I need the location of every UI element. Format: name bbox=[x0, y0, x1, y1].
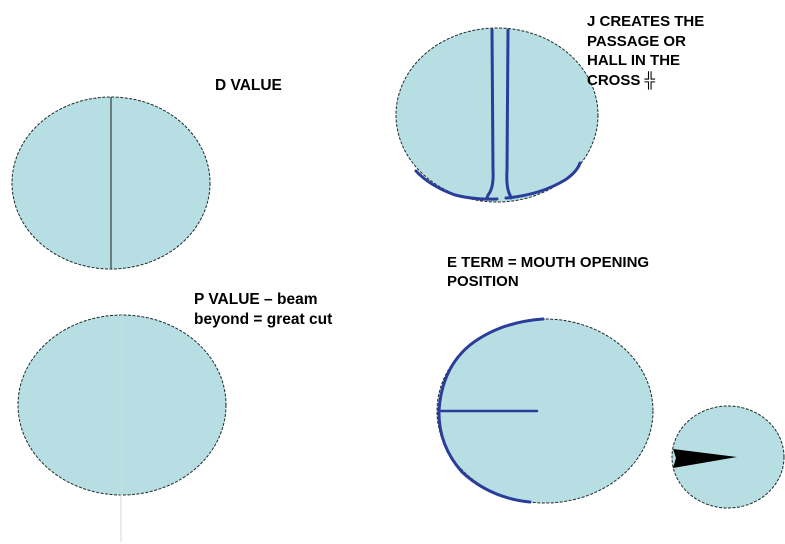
j-creates-label: J CREATES THE PASSAGE OR HALL IN THE CRO… bbox=[587, 13, 705, 89]
e-term-circle bbox=[436, 318, 654, 504]
e-term-left-arc bbox=[437, 317, 545, 504]
black-wedge bbox=[673, 449, 737, 468]
d-value-label: D VALUE bbox=[215, 77, 282, 94]
j-passage-figure bbox=[395, 27, 599, 203]
e-term-figure bbox=[436, 317, 654, 504]
p-value-label: P VALUE – beam beyond = great cut bbox=[194, 291, 333, 328]
p-value-circle bbox=[17, 314, 227, 496]
e-term-label: E TERM = MOUTH OPENING POSITION bbox=[447, 254, 650, 290]
j-passage-bottom-arc bbox=[414, 161, 582, 201]
d-value-figure bbox=[11, 96, 211, 270]
p-value-figure bbox=[17, 314, 227, 542]
j-passage-circle bbox=[395, 27, 599, 203]
j-passage-lines bbox=[485, 28, 513, 200]
small-wedge-figure bbox=[671, 405, 785, 509]
